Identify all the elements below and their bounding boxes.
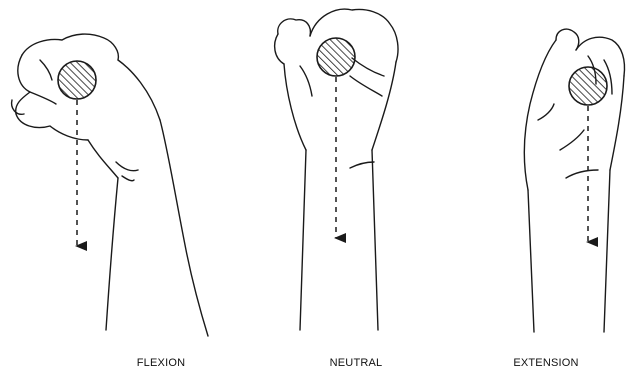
neutral-thumb	[278, 19, 311, 36]
flexion-finger-line-2	[30, 92, 56, 104]
flexion-back-of-hand	[118, 60, 160, 120]
extension-palm-crease-2	[560, 130, 584, 150]
flexion-knuckles	[22, 34, 118, 60]
flexion-caption: FLEXION	[101, 356, 221, 370]
flexion-forearm-right-edge	[160, 120, 208, 336]
neutral-wrist-crease	[350, 162, 374, 168]
flexion-palm-underside	[88, 140, 118, 178]
neutral-right-side	[372, 62, 396, 150]
neutral-forearm-left-edge	[300, 150, 306, 330]
flexion-hand	[12, 34, 208, 336]
neutral-finger-line-2	[350, 76, 382, 96]
neutral-caption: NEUTRAL	[296, 356, 416, 370]
neutral-thumb-side	[275, 34, 284, 64]
neutral-finger-line-1	[352, 58, 384, 76]
neutral-left-side	[284, 64, 306, 150]
flexion-wrist-crease	[116, 162, 138, 171]
extension-wrist-crease	[566, 170, 598, 178]
extension-caption: EXTENSION	[486, 356, 606, 370]
flexion-forearm-left-edge	[106, 178, 118, 330]
extension-ball	[569, 67, 607, 105]
flexion-finger-line-1	[40, 60, 52, 80]
neutral-forearm-right-edge	[372, 150, 378, 330]
extension-thumb	[556, 29, 579, 50]
extension-palm-crease-1	[538, 104, 554, 120]
neutral-ball	[317, 38, 355, 76]
neutral-palm-line	[300, 66, 312, 96]
extension-forearm-left-edge	[528, 190, 534, 332]
flexion-ball	[58, 61, 96, 99]
flexion-thumb-tip	[12, 100, 24, 114]
flexion-wrist-crease-2	[122, 176, 134, 181]
extension-forearm-right-edge	[604, 170, 610, 332]
extension-palm	[524, 40, 556, 190]
